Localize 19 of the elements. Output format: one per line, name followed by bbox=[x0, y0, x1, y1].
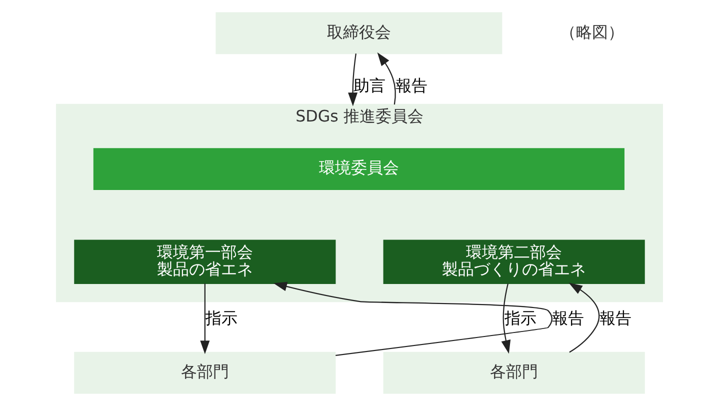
node-box: 環境第一部会 製品の省エネ bbox=[74, 240, 336, 284]
arrow bbox=[348, 54, 358, 106]
edge-label: 指示 bbox=[204, 308, 237, 328]
edge-label: 助言 bbox=[353, 76, 386, 96]
node-box: 各部門 bbox=[74, 352, 336, 394]
node-box: 環境委員会 bbox=[92, 148, 624, 190]
label: （略図） bbox=[560, 22, 624, 42]
arrow bbox=[376, 52, 396, 105]
edge-label: 報告 bbox=[395, 76, 428, 96]
node-box: 取締役会 bbox=[215, 12, 502, 54]
arrow bbox=[200, 283, 210, 354]
edge-label: 報告 bbox=[551, 308, 584, 328]
arrow bbox=[500, 283, 510, 354]
arrow bbox=[272, 282, 552, 356]
node-box: 各部門 bbox=[382, 352, 644, 394]
arrow bbox=[568, 282, 600, 353]
node-box: 環境第二部会 製品づくりの省エネ bbox=[382, 240, 644, 284]
edge-label: 報告 bbox=[598, 308, 631, 328]
edge-label: 指示 bbox=[504, 308, 536, 328]
